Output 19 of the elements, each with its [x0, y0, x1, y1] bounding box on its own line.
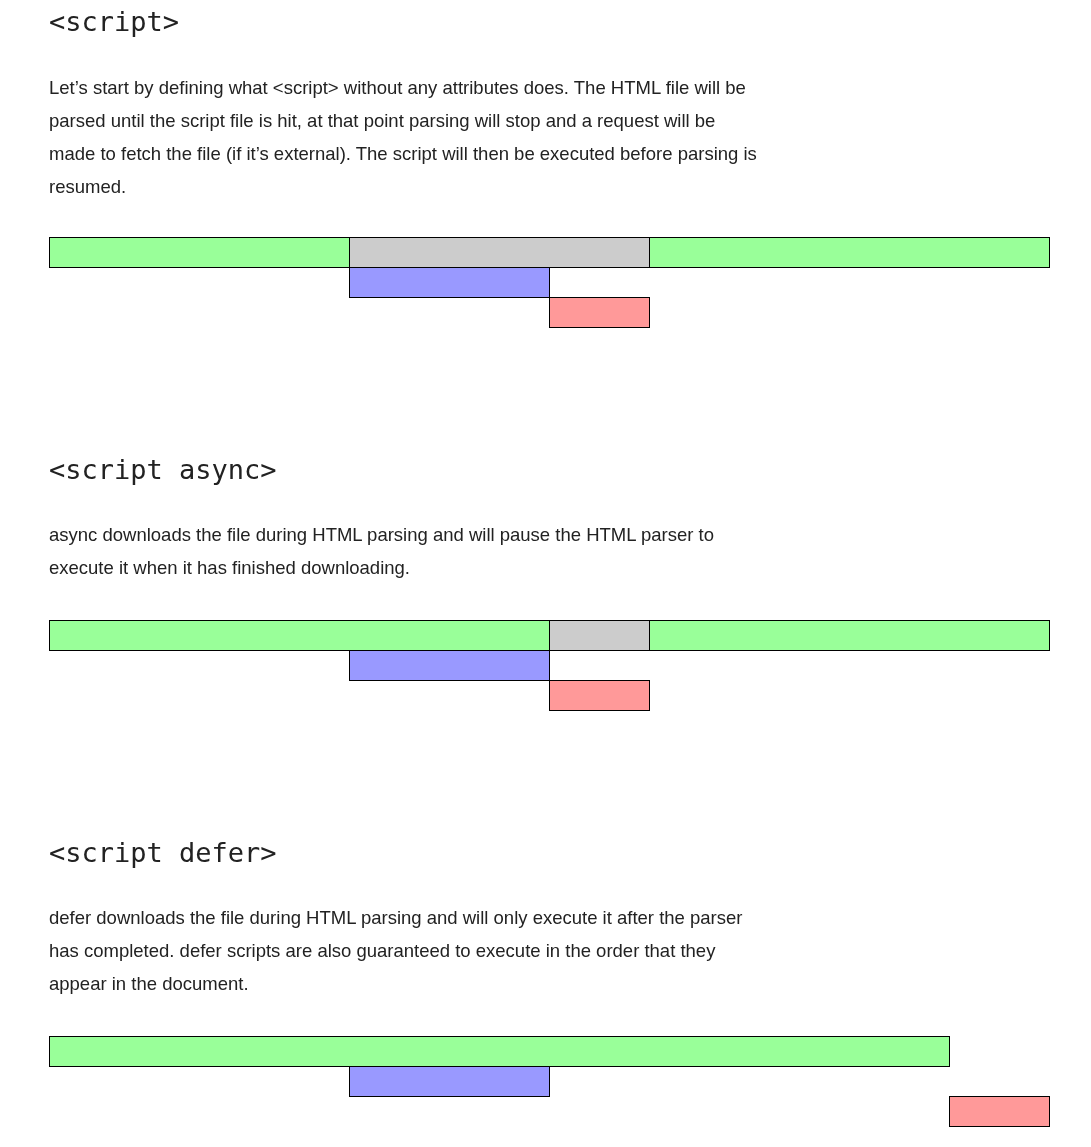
parsing-bar — [649, 237, 1050, 268]
parsing-bar — [49, 237, 350, 268]
parsing-bar — [49, 620, 550, 651]
section-heading: <script defer> — [49, 836, 277, 870]
fetch-bar — [349, 1066, 550, 1097]
paused-parsing-bar — [349, 237, 650, 268]
section-heading: <script> — [49, 5, 180, 39]
execution-bar — [549, 680, 650, 711]
parsing-bar — [49, 1036, 950, 1067]
description-paragraph: async downloads the file during HTML parsing and will pause the HTML parser to execute it when it has finished downloading. — [49, 523, 715, 580]
fetch-bar — [349, 267, 550, 298]
section-heading: <script async> — [49, 453, 277, 487]
description-paragraph: defer downloads the file during HTML parsing and will only execute it after the parser has completed. defer scripts are also guaranteed to execute in the order that they appear in the document. — [49, 906, 744, 996]
parsing-bar — [649, 620, 1050, 651]
execution-bar — [949, 1096, 1050, 1127]
paused-parsing-bar — [549, 620, 650, 651]
execution-bar — [549, 297, 650, 328]
fetch-bar — [349, 650, 550, 681]
description-paragraph: Let’s start by defining what <script> without any attributes does. The HTML file will be parsed until the script file is hit, at that point parsing will stop and a request will be made to fetch the file (if it’s external). The script will then be executed before parsing is resumed. — [49, 76, 758, 199]
